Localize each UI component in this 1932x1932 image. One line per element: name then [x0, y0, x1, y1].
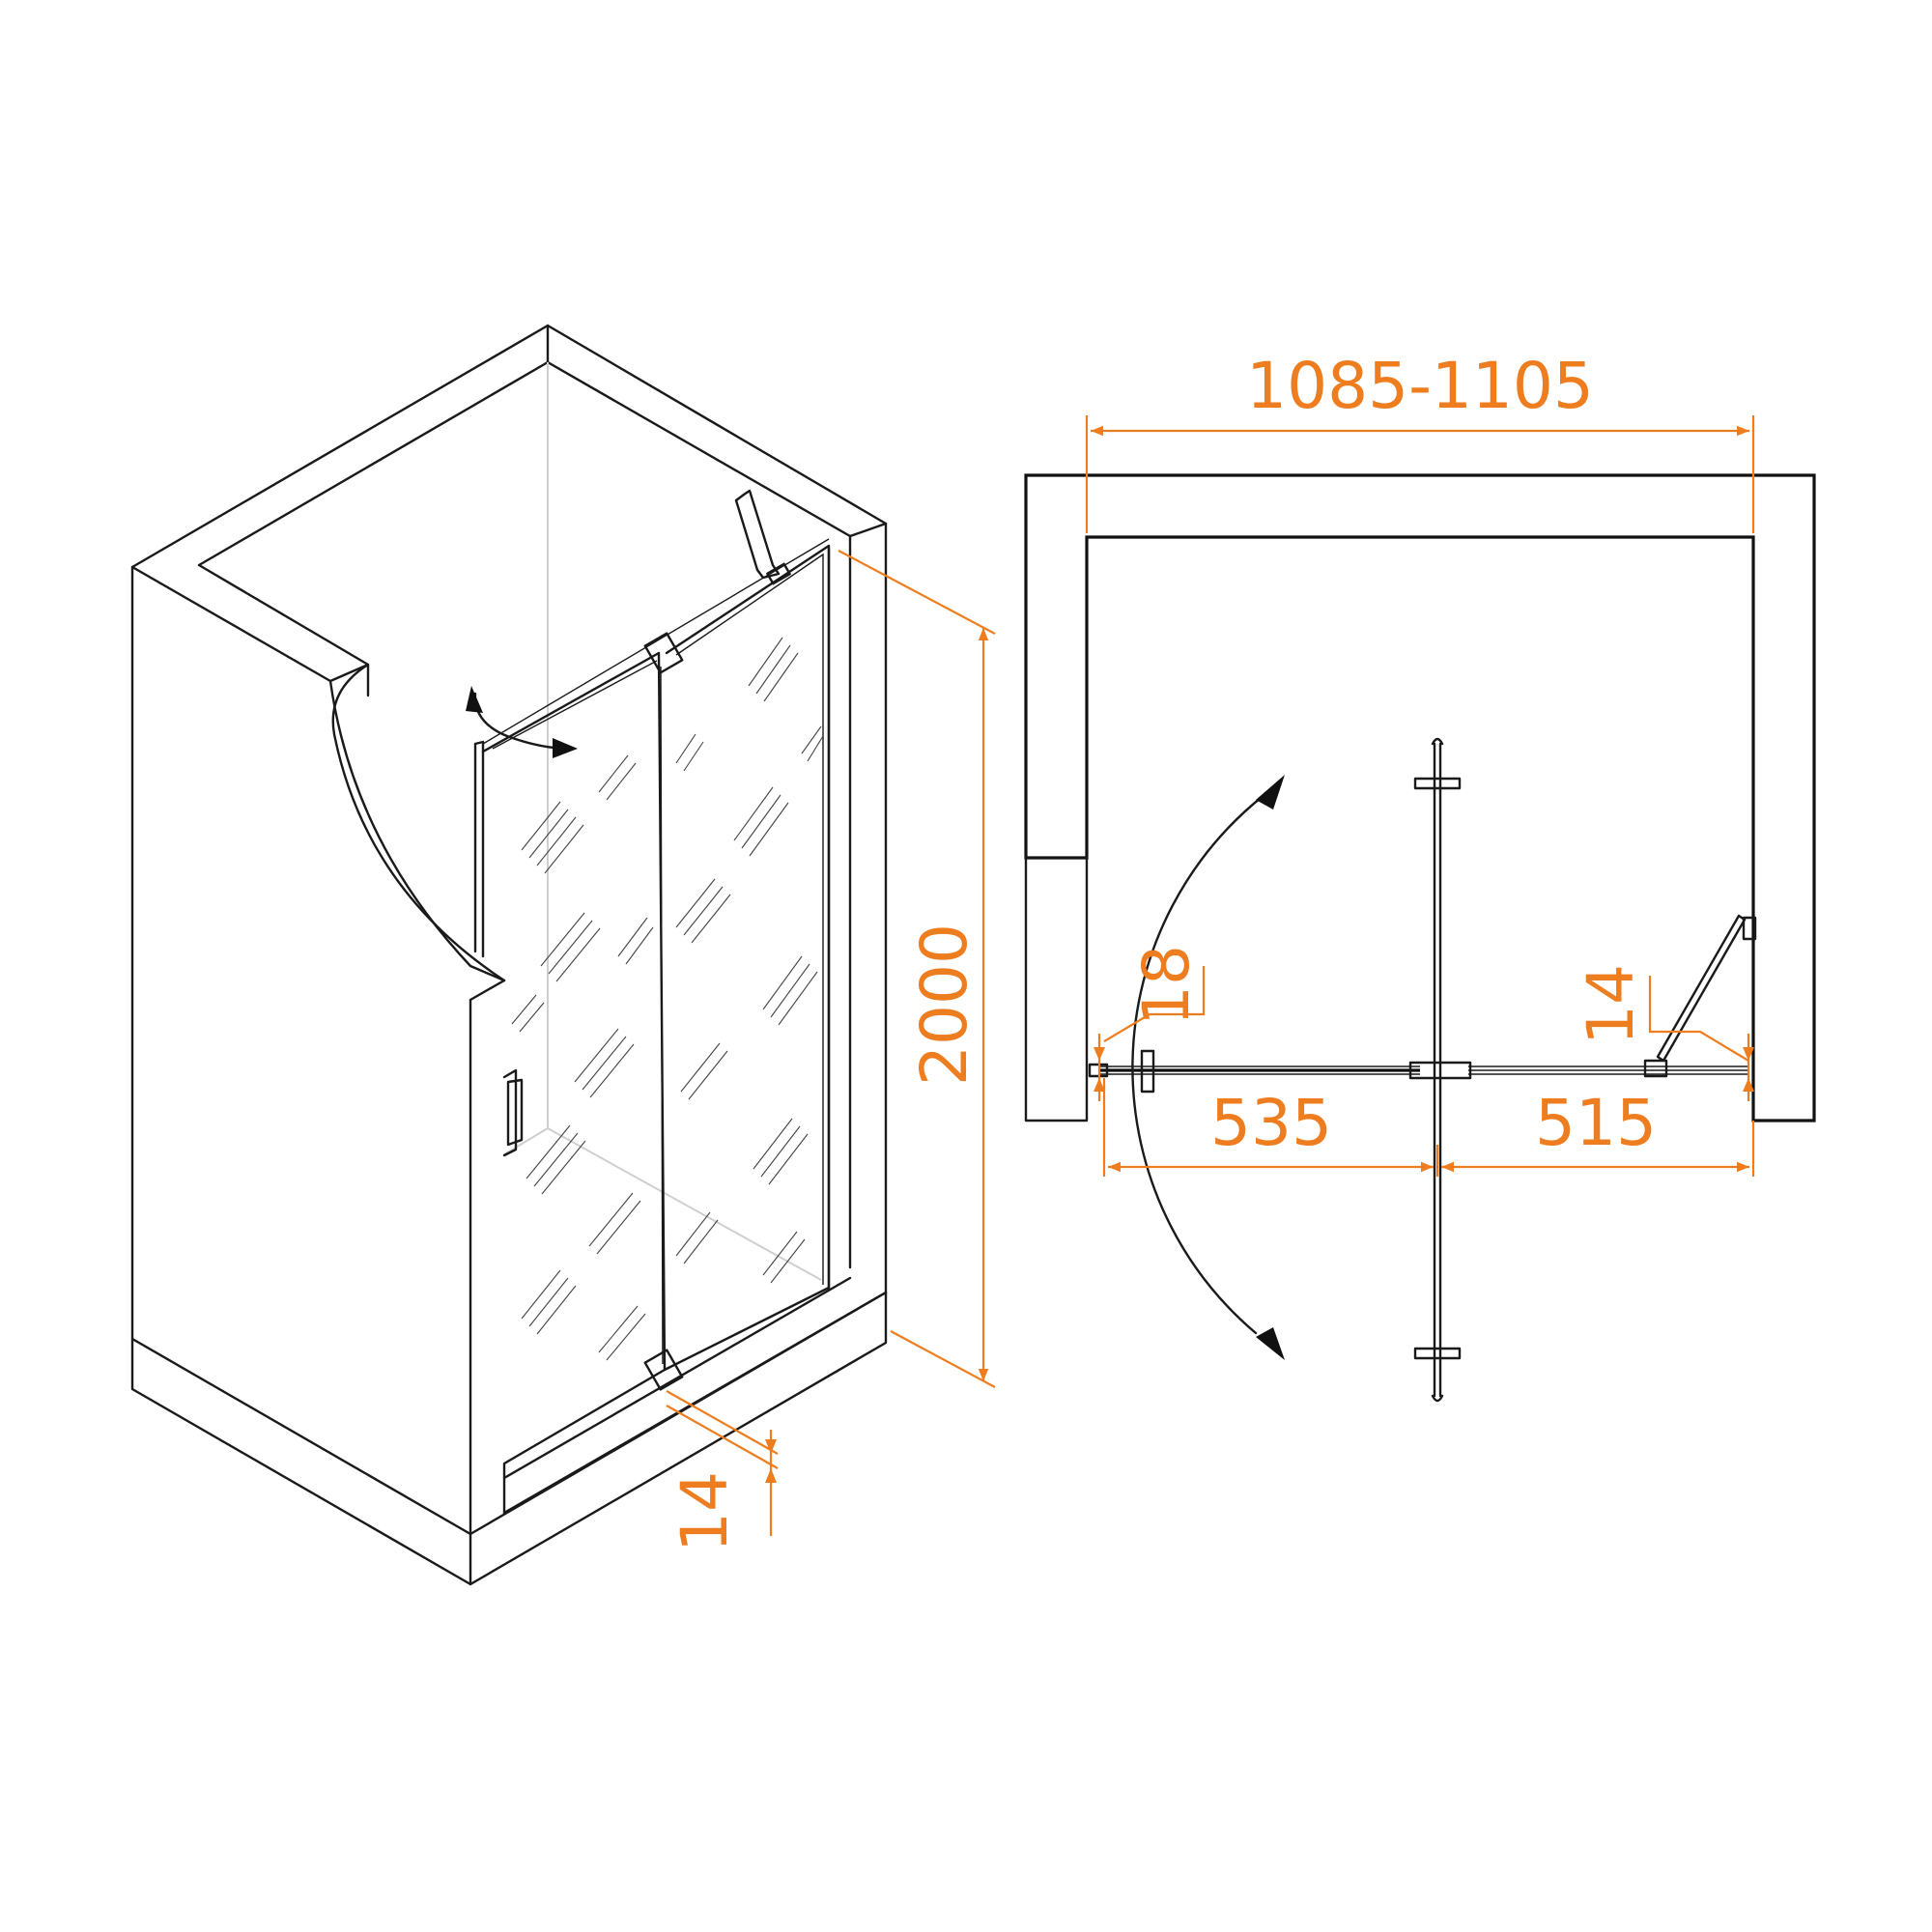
door-panel-inner	[492, 660, 664, 1365]
door-width-label: 535	[1210, 1086, 1332, 1160]
fixed-offset-leader	[1648, 976, 1749, 1062]
swing-arrow-up-icon	[466, 686, 483, 713]
door-glass-hatch	[511, 754, 654, 1361]
swing-arrow-right-icon	[553, 738, 578, 758]
plan-door-handle	[1140, 1049, 1155, 1094]
plan-stabilizer-wall	[1742, 916, 1757, 941]
base-arrow-top	[765, 1439, 777, 1454]
left-wall-outline	[130, 324, 888, 1536]
plan-view: 1085-1105 535 515 18 14	[1024, 349, 1816, 1403]
fixed-offset-arrow-top	[1743, 1047, 1754, 1061]
door-offset-arrow-bottom	[1094, 1078, 1105, 1092]
isometric-view: 2000 14	[130, 324, 996, 1586]
stabilizer-clamp	[766, 562, 791, 585]
door-panel	[481, 651, 667, 1480]
door-offset-label: 18	[1129, 945, 1204, 1026]
plan-swing-arrow-bottom-icon	[1256, 1327, 1285, 1360]
plan-left-wall-stub	[1024, 856, 1089, 1122]
height-label: 2000	[907, 923, 981, 1086]
door-handle	[502, 1068, 524, 1157]
door-wall-profile	[473, 740, 485, 958]
right-wall-side	[827, 522, 888, 1292]
fixed-glass-hatch	[675, 637, 824, 1284]
shower-tray	[130, 1291, 888, 1586]
top-rail	[482, 538, 830, 745]
plan-stabilizer-bar	[1656, 914, 1747, 1063]
height-ext-bottom	[890, 1330, 996, 1388]
fixed-offset-label: 14	[1574, 964, 1648, 1045]
plan-swing-arrow-top-icon	[1256, 775, 1285, 810]
fixed-panel-inner	[675, 553, 824, 1285]
plan-open-hinge-top	[1413, 777, 1462, 790]
door-offset-arrow-top	[1094, 1047, 1105, 1061]
door-offset-leader	[1103, 966, 1206, 1042]
bottom-hinge	[643, 1349, 684, 1391]
curved-wall-inner	[328, 679, 506, 982]
base-ext	[666, 1390, 779, 1469]
interior-line	[503, 362, 822, 1281]
stabilizer-bar	[734, 489, 781, 580]
curved-wall-edge	[331, 663, 506, 1536]
tray-inner-edge	[469, 1291, 888, 1586]
plan-open-door-tip	[1431, 737, 1444, 1403]
plan-open-door	[1433, 742, 1442, 1398]
back-wall-inner	[546, 360, 852, 1269]
plan-open-hinge-bottom	[1413, 1347, 1462, 1360]
fixed-width-label: 515	[1535, 1086, 1657, 1160]
base-profile-label: 14	[668, 1471, 742, 1552]
fixed-panel	[663, 544, 831, 1372]
left-wall-top	[130, 324, 550, 697]
plan-swing-arc	[1131, 792, 1267, 1335]
height-ext-top	[838, 550, 996, 635]
fixed-offset-arrow-bottom	[1743, 1078, 1754, 1092]
width-range-label: 1085-1105	[1246, 349, 1594, 423]
top-hinge	[643, 632, 684, 674]
base-arrow-bottom	[765, 1468, 777, 1483]
plan-fixed-line	[1468, 1065, 1748, 1075]
plan-wall-outer	[1024, 473, 1816, 1122]
plan-stabilizer-clamp	[1643, 1059, 1668, 1078]
